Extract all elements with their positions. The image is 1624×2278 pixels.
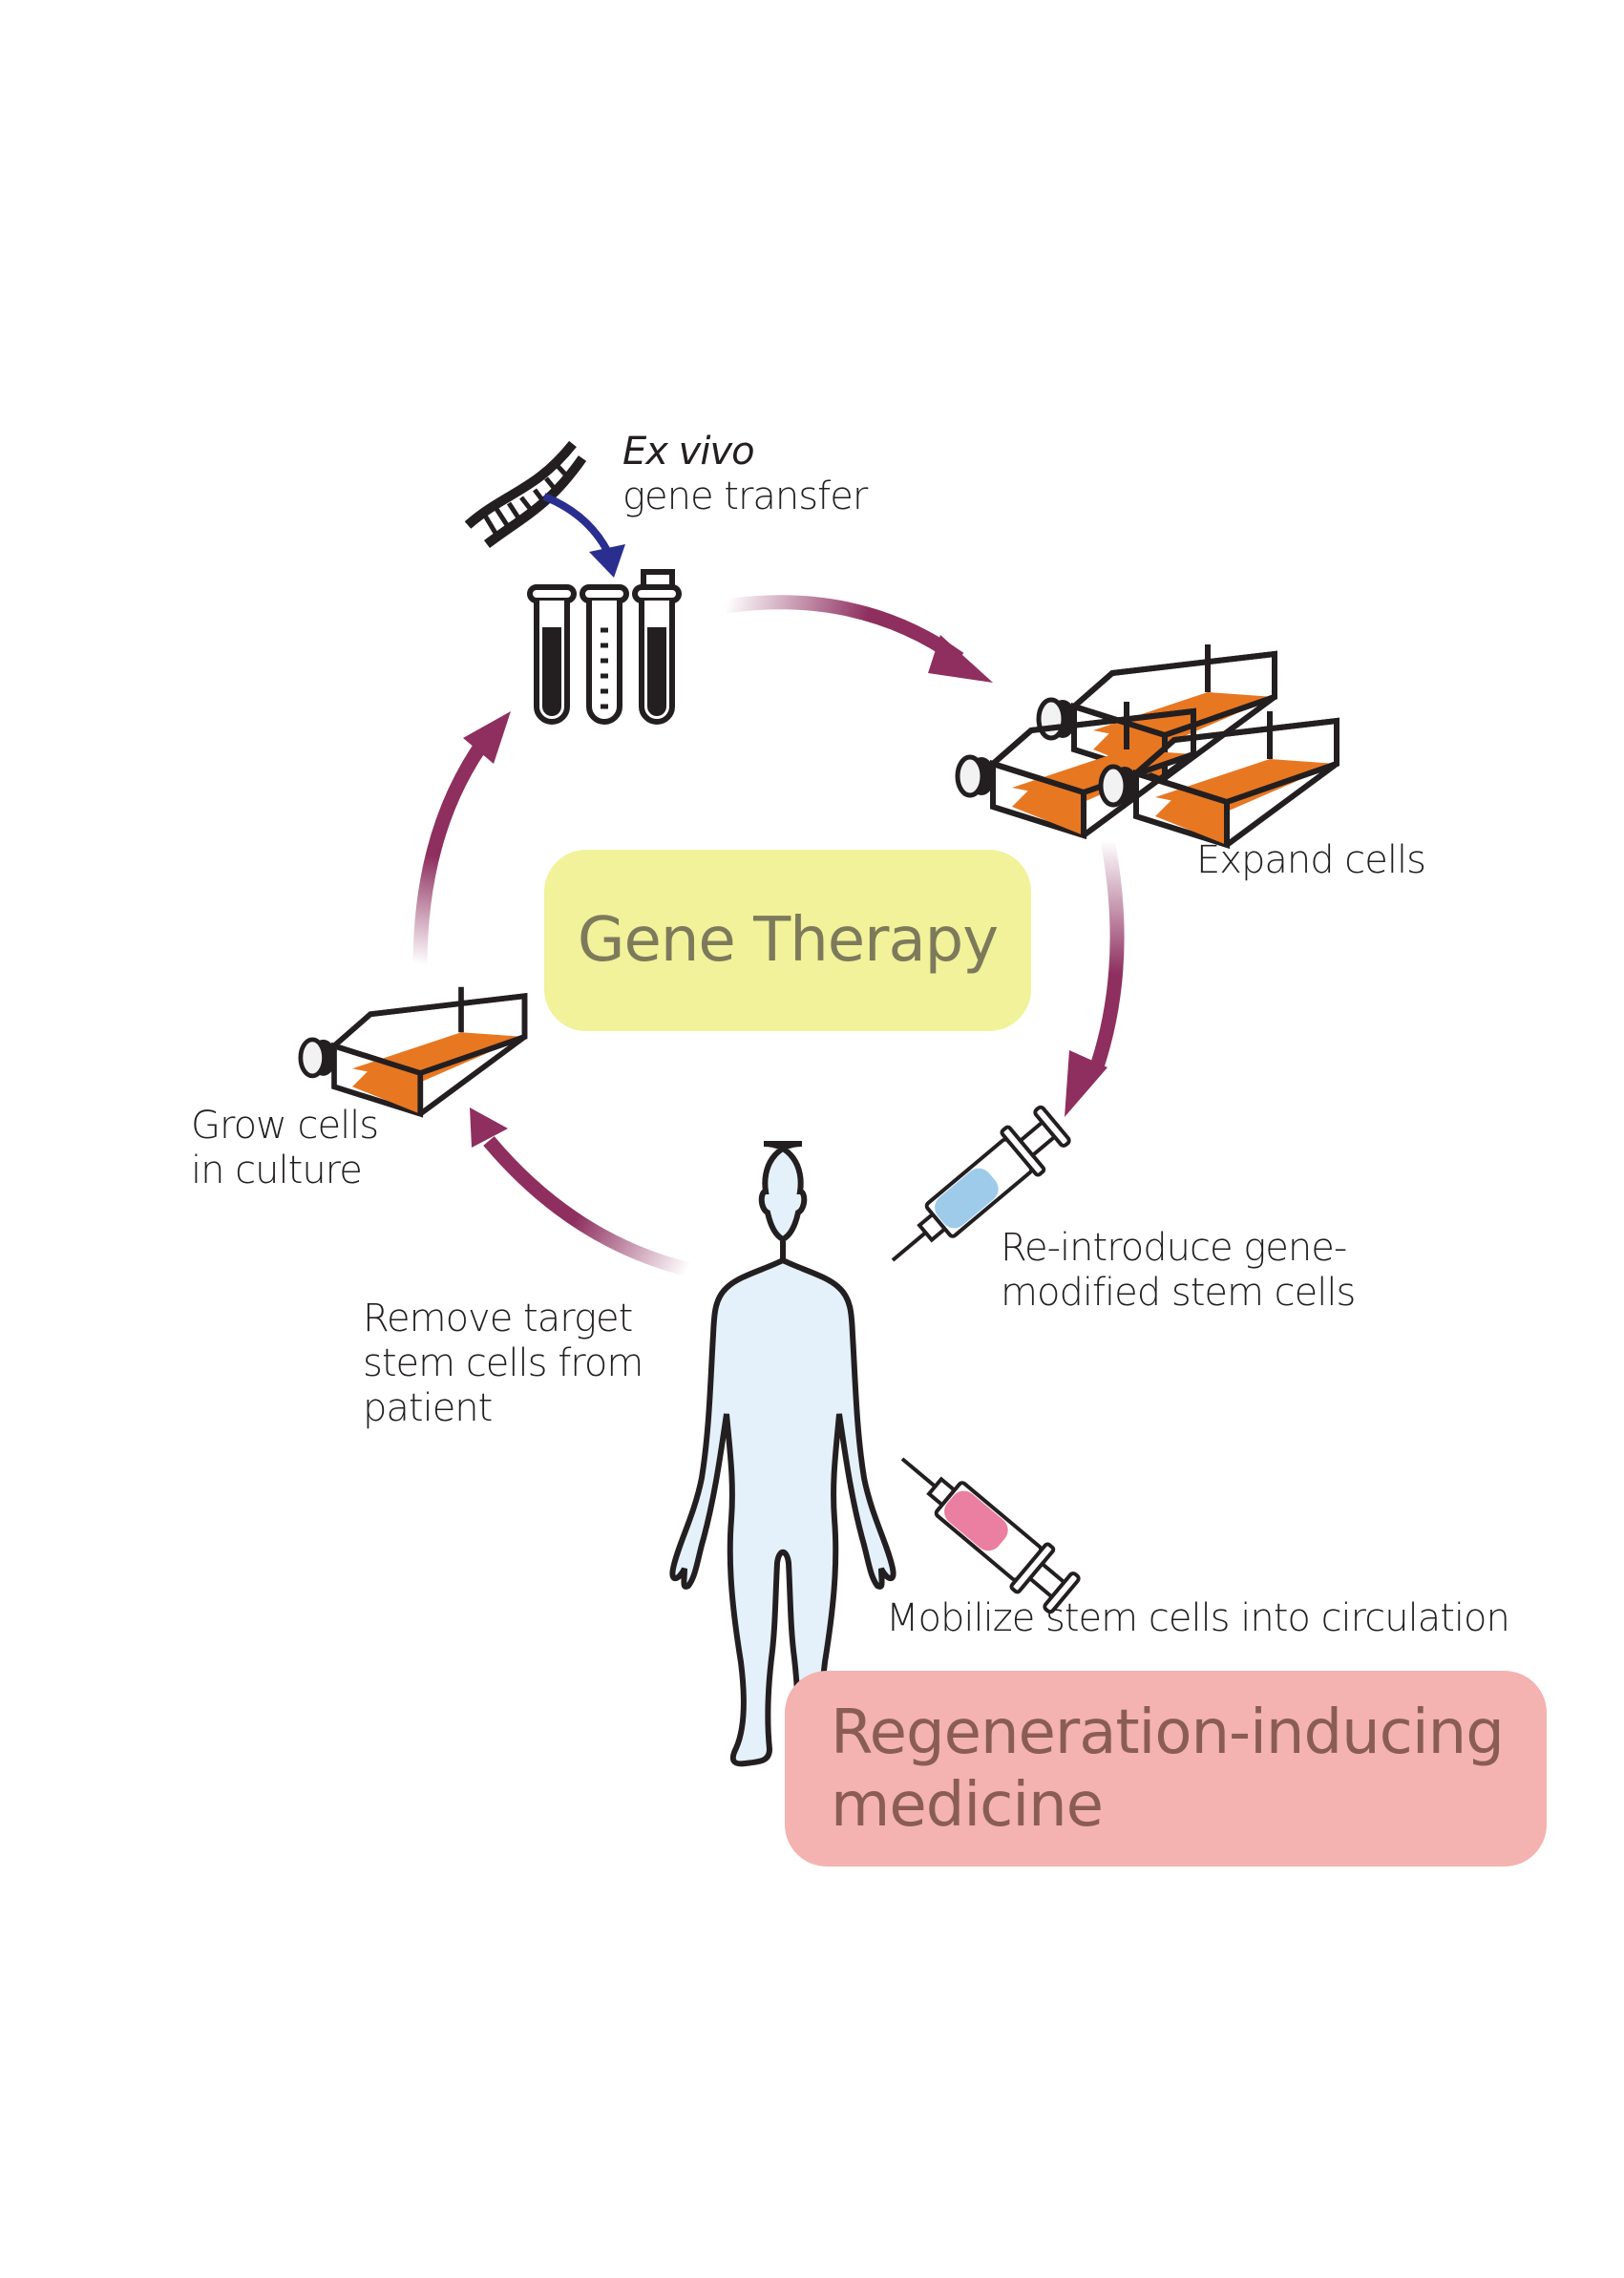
human-body-icon <box>669 1141 896 1767</box>
remove-line-2: stem cells from <box>363 1341 643 1385</box>
gene-therapy-title: Gene Therapy <box>577 905 999 976</box>
syringe-icon <box>900 1457 1081 1614</box>
gene-therapy-box: Gene Therapy <box>544 850 1031 1031</box>
regeneration-title-line-2: medicine <box>831 1769 1104 1841</box>
regeneration-medicine-box: Regeneration-inducing medicine <box>785 1671 1547 1867</box>
remove-cells-label: Remove target stem cells from patient <box>363 1297 643 1431</box>
reintroduce-line-2: modified stem cells <box>1001 1271 1356 1315</box>
cycle-arrow-right <box>1065 838 1125 1117</box>
reintroduce-label: Re-introduce gene- modified stem cells <box>1001 1226 1356 1316</box>
cycle-arrow-top <box>724 595 993 683</box>
expand-cells-label: Expand cells <box>1196 838 1426 882</box>
grow-cells-line-1: Grow cells <box>191 1104 379 1148</box>
dna-icon <box>464 440 587 549</box>
regeneration-title-line-1: Regeneration-inducing <box>831 1697 1505 1768</box>
reintroduce-line-1: Re-introduce gene- <box>1001 1226 1347 1270</box>
syringe-icon <box>891 1105 1071 1262</box>
cycle-arrow-left <box>412 711 511 967</box>
remove-line-1: Remove target <box>363 1297 633 1340</box>
culture-flask-icon <box>958 644 1337 845</box>
remove-line-3: patient <box>363 1386 493 1430</box>
gene-transfer-arrow <box>542 493 625 578</box>
test-tubes-icon <box>527 569 682 725</box>
grow-cells-line-2: in culture <box>191 1149 363 1192</box>
grow-cells-label: Grow cells in culture <box>191 1104 379 1193</box>
culture-flask-icon <box>301 987 525 1114</box>
gene-transfer-text: gene transfer <box>622 475 868 518</box>
cycle-arrow-lower-left <box>470 1107 691 1277</box>
ex-vivo-text: Ex vivo <box>622 430 755 474</box>
gene-transfer-label: Ex vivo gene transfer <box>622 430 868 519</box>
mobilize-label: Mobilize stem cells into circulation <box>886 1596 1510 1640</box>
